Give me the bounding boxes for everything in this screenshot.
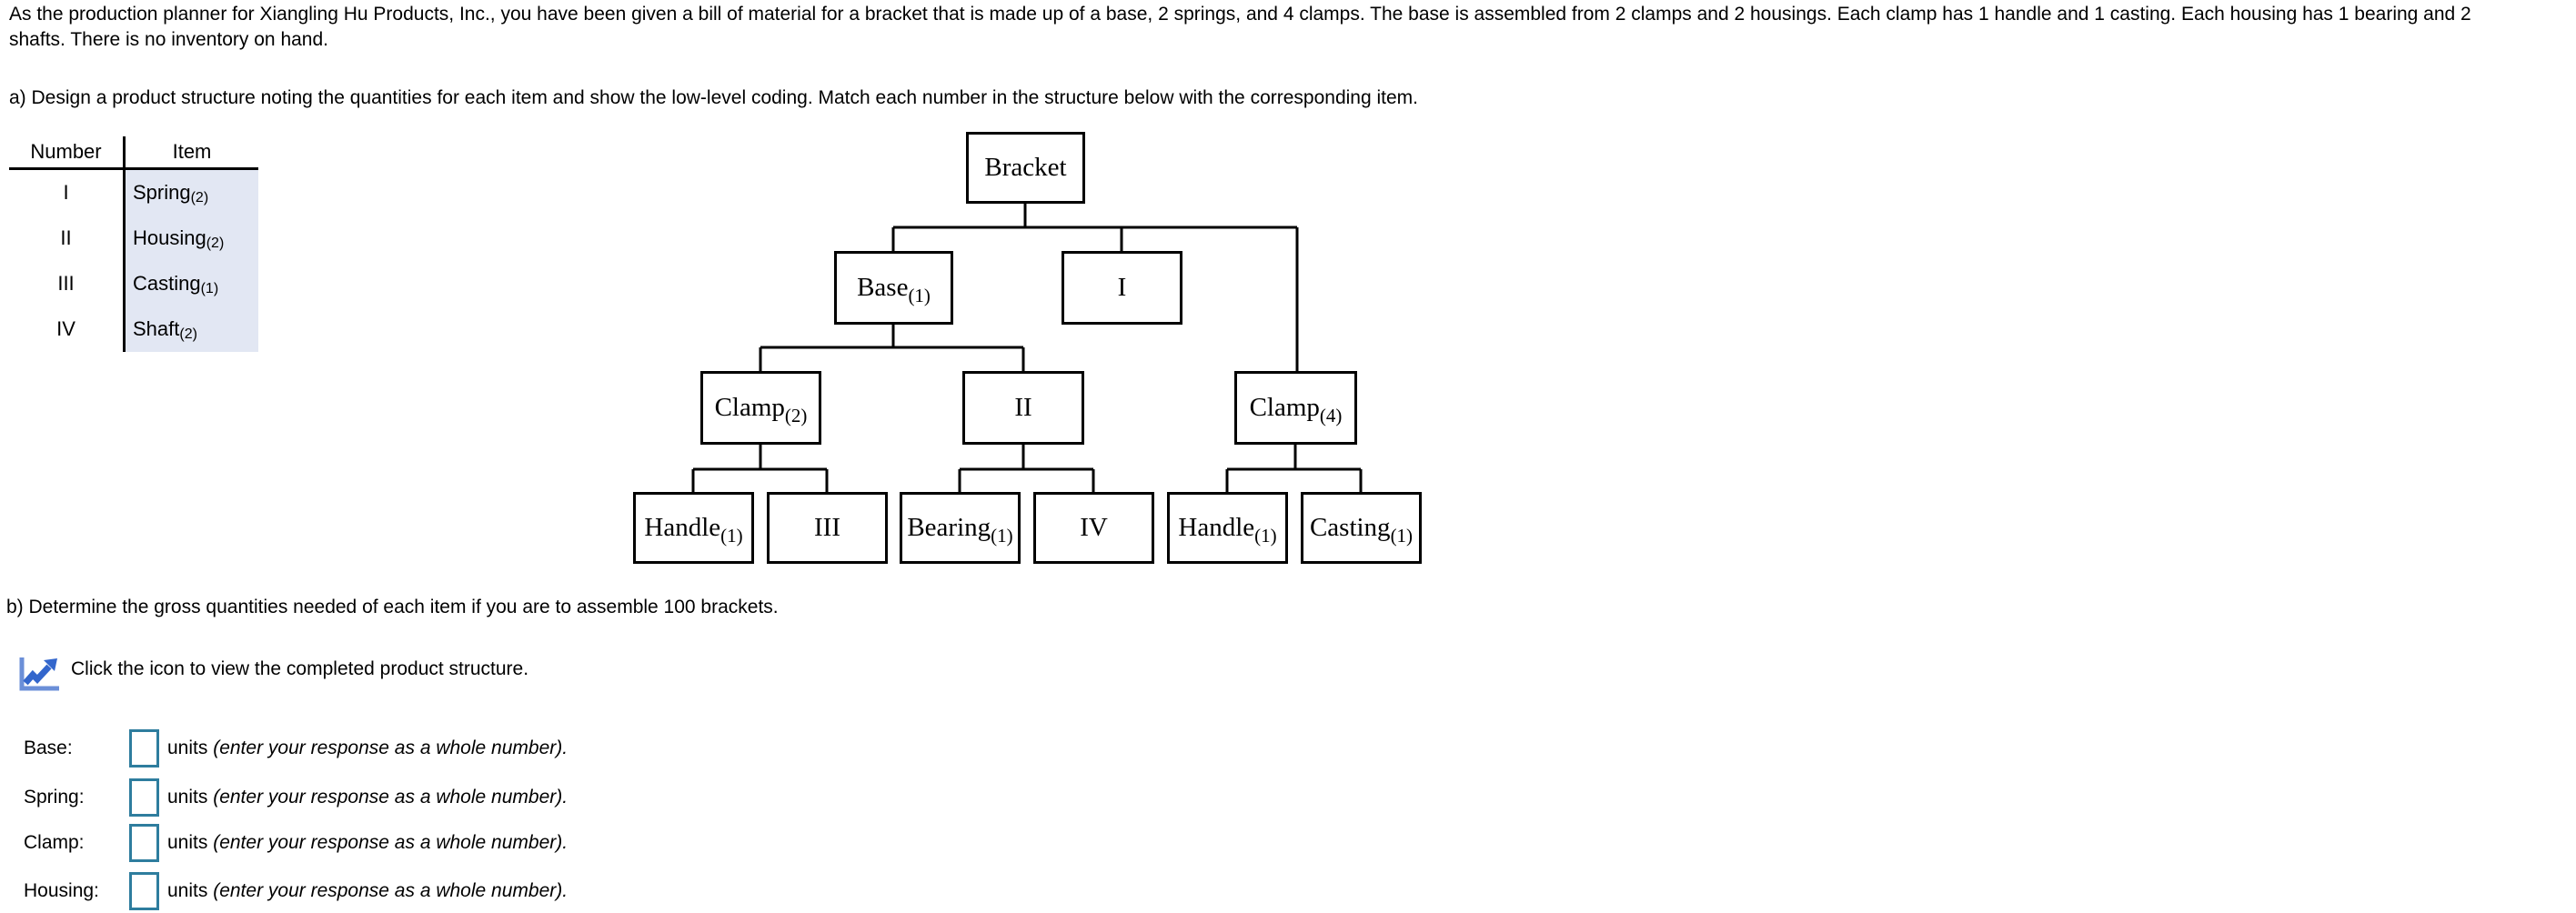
- item-qty-subscript: (2): [179, 326, 197, 342]
- node-label: Handle: [644, 513, 721, 542]
- node-blank-II: II: [962, 371, 1084, 445]
- node-qty-subscript: (2): [784, 405, 808, 426]
- item-label: Housing: [133, 226, 206, 249]
- units-text: units: [167, 880, 208, 901]
- node-qty-subscript: (1): [720, 525, 743, 547]
- node-qty-subscript: (4): [1319, 405, 1343, 426]
- base-units-input[interactable]: [129, 729, 159, 768]
- match-number-4: IV: [9, 306, 126, 352]
- item-answer-cell[interactable]: Spring(2): [126, 170, 258, 216]
- match-number-3: III: [9, 261, 126, 306]
- answer-row-clamp: Clamp: units (enter your response as a w…: [24, 823, 568, 863]
- node-blank-IV: IV: [1033, 492, 1154, 564]
- item-qty-subscript: (2): [190, 190, 209, 206]
- node-qty-subscript: (1): [1254, 525, 1277, 547]
- answer-label: Clamp:: [24, 832, 85, 853]
- node-handle-right: Handle(1): [1167, 492, 1288, 564]
- response-hint: (enter your response as a whole number).: [213, 880, 569, 901]
- units-text: units: [167, 787, 208, 808]
- match-table-header-item: Item: [126, 136, 258, 170]
- housing-units-input[interactable]: [129, 872, 159, 910]
- node-label: IV: [1080, 513, 1108, 542]
- node-bearing: Bearing(1): [900, 492, 1021, 564]
- part-b-prompt: b) Determine the gross quantities needed…: [6, 597, 779, 617]
- answer-row-housing: Housing: units (enter your response as a…: [24, 871, 568, 911]
- node-bracket: Bracket: [966, 132, 1085, 204]
- match-number-1: I: [9, 170, 126, 216]
- match-table-header-number: Number: [9, 136, 126, 170]
- item-answer-cell[interactable]: Shaft(2): [126, 306, 258, 352]
- item-qty-subscript: (1): [200, 281, 219, 296]
- item-qty-subscript: (2): [206, 236, 225, 251]
- node-base: Base(1): [834, 251, 953, 325]
- answer-row-spring: Spring: units (enter your response as a …: [24, 778, 568, 818]
- match-table: Number Item I Spring(2) II Housing(2) II…: [9, 136, 258, 352]
- intro-paragraph: As the production planner for Xiangling …: [9, 4, 2471, 50]
- node-label: Clamp: [1249, 393, 1320, 422]
- answer-row-base: Base: units (enter your response as a wh…: [24, 728, 568, 768]
- units-text: units: [167, 832, 208, 853]
- match-number-2: II: [9, 216, 126, 261]
- item-answer-cell[interactable]: Housing(2): [126, 216, 258, 261]
- part-a-prompt: a) Design a product structure noting the…: [9, 87, 1418, 108]
- node-label: Casting: [1309, 513, 1391, 542]
- clamp-units-input[interactable]: [129, 824, 159, 862]
- node-qty-subscript: (1): [991, 525, 1013, 547]
- answer-label: Spring:: [24, 787, 85, 808]
- node-label: Clamp: [714, 393, 785, 422]
- node-label: Bracket: [984, 153, 1067, 182]
- item-answer-cell[interactable]: Casting(1): [126, 261, 258, 306]
- node-blank-III: III: [767, 492, 888, 564]
- node-label: II: [1014, 393, 1032, 422]
- node-label: I: [1117, 273, 1127, 302]
- node-label: III: [814, 513, 840, 542]
- units-text: units: [167, 737, 208, 758]
- response-hint: (enter your response as a whole number).: [213, 787, 569, 808]
- node-label: Base: [857, 273, 909, 302]
- item-label: Casting: [133, 272, 201, 295]
- answer-label: Housing:: [24, 880, 99, 901]
- node-qty-subscript: (1): [1390, 525, 1414, 547]
- response-hint: (enter your response as a whole number).: [213, 832, 569, 853]
- node-casting: Casting(1): [1301, 492, 1422, 564]
- node-blank-I: I: [1062, 251, 1182, 325]
- icon-note-text: Click the icon to view the completed pro…: [71, 658, 529, 679]
- node-clamp-4: Clamp(4): [1234, 371, 1357, 445]
- item-label: Spring: [133, 181, 191, 204]
- node-qty-subscript: (1): [908, 285, 931, 306]
- spring-units-input[interactable]: [129, 778, 159, 817]
- product-structure-icon[interactable]: [18, 657, 60, 692]
- response-hint: (enter your response as a whole number).: [213, 737, 569, 758]
- node-handle-left: Handle(1): [633, 492, 754, 564]
- line-chart-icon: [19, 657, 59, 691]
- node-label: Bearing: [907, 513, 991, 542]
- answer-label: Base:: [24, 737, 73, 758]
- node-label: Handle: [1178, 513, 1255, 542]
- item-label: Shaft: [133, 317, 180, 340]
- node-clamp-2: Clamp(2): [700, 371, 821, 445]
